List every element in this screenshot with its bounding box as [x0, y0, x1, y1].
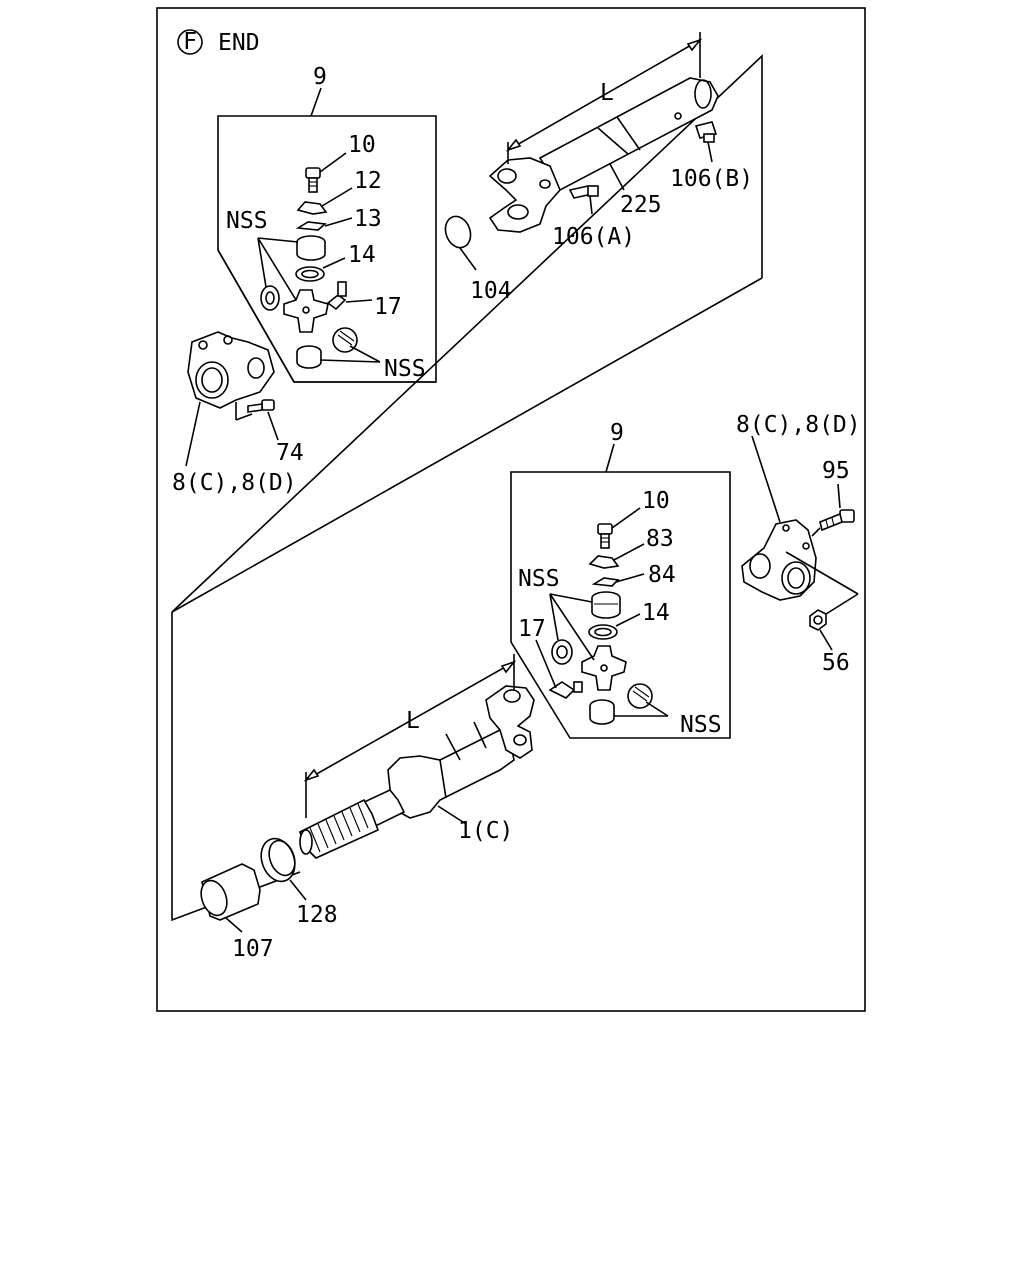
top-bearing-cup-upper [296, 235, 326, 261]
callout-13-top: 13 [354, 206, 382, 232]
top-lockplate-12 [296, 201, 328, 215]
callout-106a: 106(A) [552, 224, 635, 250]
dimension-line-bottom [305, 661, 515, 781]
callout-10-top: 10 [348, 132, 376, 158]
end-marker: F END [177, 29, 260, 56]
bottom-seal-128 [260, 837, 296, 883]
callout-14-bottom: 14 [642, 600, 670, 626]
bottom-nut-56 [809, 609, 827, 631]
callout-9-top: 9 [313, 64, 327, 90]
bottom-kit-box [510, 471, 731, 739]
callout-L-bottom: L [406, 708, 420, 734]
top-region-boundary [171, 54, 763, 613]
bottom-bolt-95 [819, 509, 855, 532]
callout-17-bottom: 17 [518, 616, 546, 642]
callout-nss-top-lower: NSS [384, 356, 426, 382]
callout-128: 128 [296, 902, 338, 928]
callout-225: 225 [620, 192, 662, 218]
top-grease-fitting-106a [568, 185, 599, 199]
top-shaft-boundary [217, 249, 436, 383]
callout-1c: 1(C) [458, 818, 513, 844]
callout-107: 107 [232, 936, 274, 962]
top-grease-fitting-106b [694, 121, 718, 143]
bottom-strap-84 [591, 577, 620, 587]
bottom-boot-107 [200, 863, 261, 921]
end-circle-icon [177, 29, 203, 55]
callout-56: 56 [822, 650, 850, 676]
bottom-spider-cross [581, 645, 627, 691]
callout-flange-left: 8(C),8(D) [172, 470, 297, 496]
callout-nss-bottom-upper: NSS [518, 566, 560, 592]
diagram-frame [156, 7, 866, 1012]
top-bolt-74 [247, 399, 275, 413]
bottom-right-flange-yoke [741, 519, 817, 601]
callout-74: 74 [276, 440, 304, 466]
callout-10-bottom: 10 [642, 488, 670, 514]
callout-95: 95 [822, 458, 850, 484]
bottom-driveshaft-1c [387, 721, 515, 819]
callout-14-top: 14 [348, 242, 376, 268]
top-seal-14 [295, 266, 325, 282]
top-bearing-cup-left [260, 285, 280, 311]
callout-L-top: L [600, 80, 614, 106]
top-shaft-outline [217, 115, 437, 383]
bottom-seal-14 [588, 624, 618, 640]
top-bolt-10 [305, 167, 321, 193]
top-snap-ring-104 [444, 215, 472, 249]
end-circle-letter: F [183, 29, 197, 55]
callout-106b: 106(B) [670, 166, 753, 192]
top-grease-fitting-17 [326, 281, 347, 311]
end-label: END [218, 30, 260, 56]
callout-flange-right: 8(C),8(D) [736, 412, 861, 438]
dimension-line-top [507, 39, 701, 151]
callout-104: 104 [470, 278, 512, 304]
bottom-spline-shaft [298, 789, 406, 859]
bottom-bearing-cup-left [551, 639, 573, 665]
top-left-flange-yoke [187, 331, 275, 409]
callout-17-top: 17 [374, 294, 402, 320]
callout-nss-bottom-lower: NSS [680, 712, 722, 738]
top-strap-13 [295, 221, 327, 231]
callout-83: 83 [646, 526, 674, 552]
top-bearing-cup-lower [296, 345, 322, 369]
top-spider-cross [283, 289, 329, 333]
bottom-lockplate-83 [588, 555, 620, 569]
callout-84: 84 [648, 562, 676, 588]
bottom-yoke [485, 685, 535, 759]
bottom-bearing-cup-upper [591, 591, 621, 619]
bottom-bearing-cup-lower [589, 699, 615, 725]
callout-nss-top-upper: NSS [226, 208, 268, 234]
callout-9-bottom: 9 [610, 420, 624, 446]
bottom-bolt-10 [597, 523, 613, 549]
top-slip-yoke [488, 157, 561, 233]
callout-12-top: 12 [354, 168, 382, 194]
